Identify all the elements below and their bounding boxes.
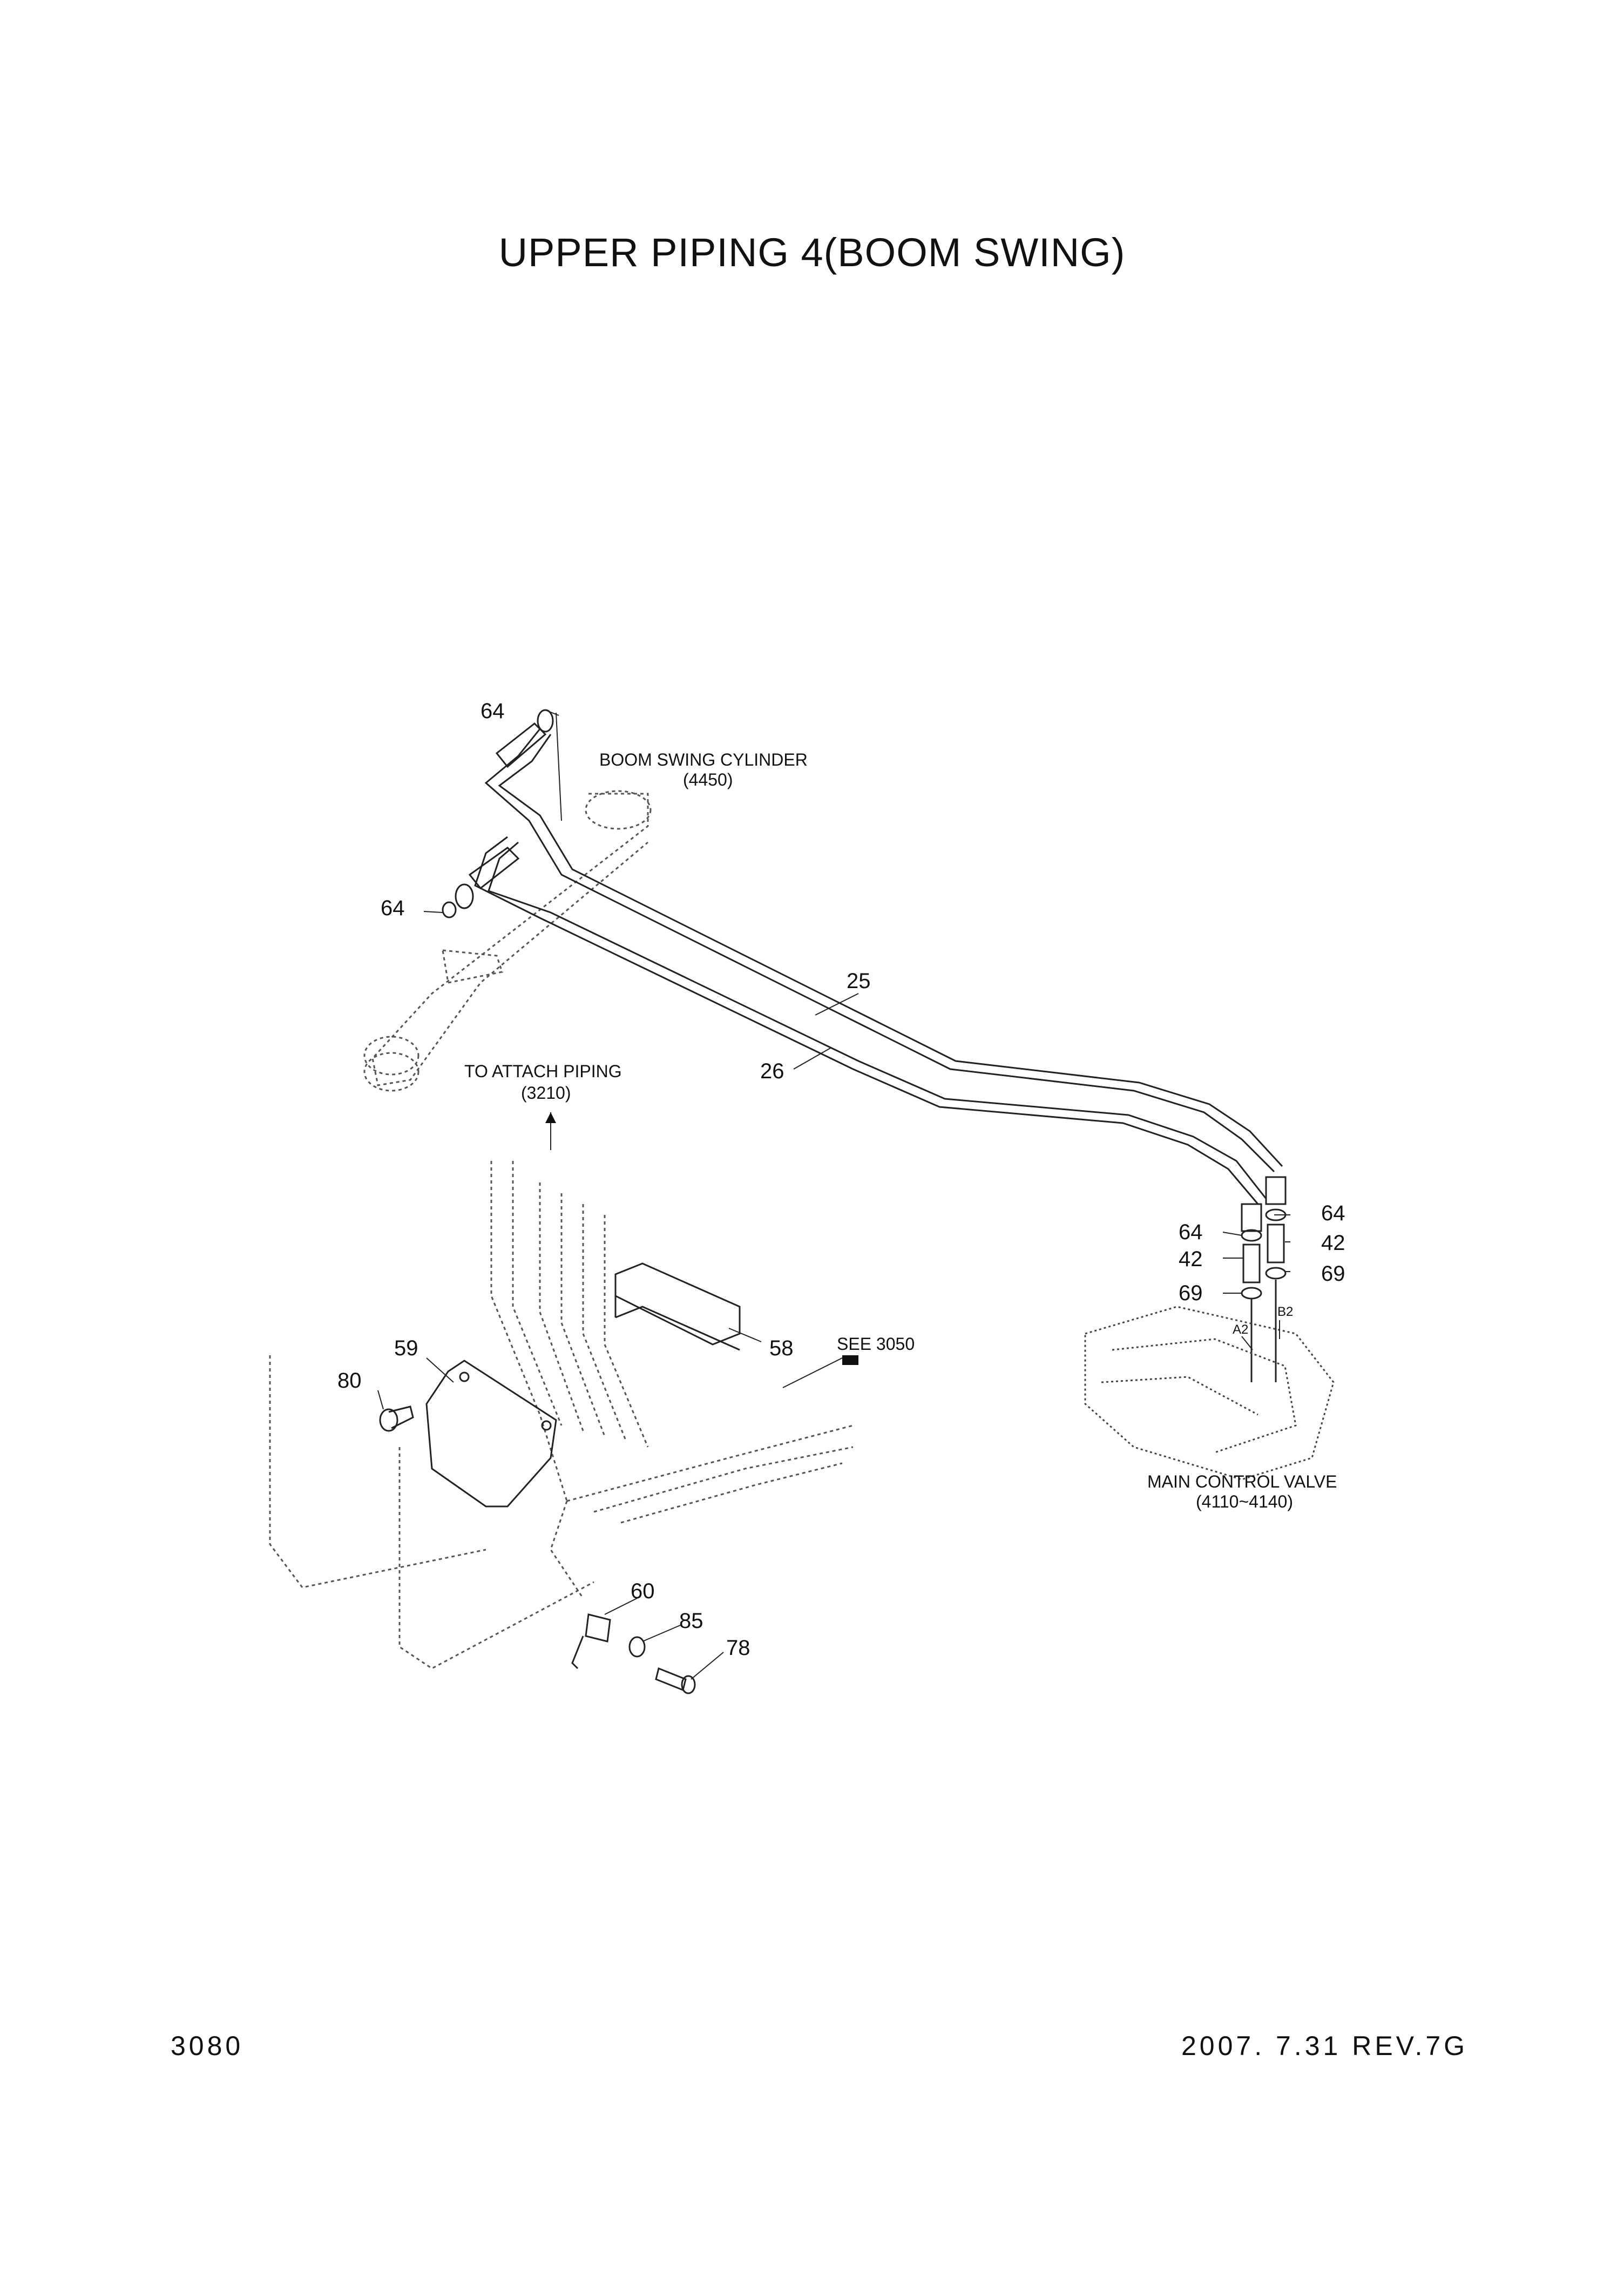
part-42-mid: 42	[1179, 1247, 1203, 1271]
boom-swing-cylinder-label: BOOM SWING CYLINDER	[599, 750, 808, 769]
part-58: 58	[769, 1336, 794, 1360]
part-80: 80	[337, 1369, 362, 1393]
part-numbers: 64 64 25 26 64 42 69 64 42 69 59 80 58 6…	[337, 699, 1345, 1660]
bolt-78	[655, 1667, 696, 1694]
part-85: 85	[679, 1609, 703, 1633]
page-title: UPPER PIPING 4(BOOM SWING)	[498, 230, 1126, 275]
part-69-mid: 69	[1179, 1281, 1203, 1305]
see-ref-label: SEE 3050	[837, 1334, 915, 1354]
right-fittings	[1241, 1176, 1287, 1382]
part-64-mid: 64	[1179, 1220, 1203, 1244]
part-69-right: 69	[1321, 1262, 1345, 1286]
top-hose-fitting	[495, 709, 554, 768]
boom-swing-cylinder	[363, 790, 652, 1092]
page-number: 3080	[171, 2031, 244, 2061]
part-78: 78	[726, 1636, 750, 1660]
port-a2-label: A2	[1233, 1322, 1248, 1337]
port-b2-label: B2	[1277, 1305, 1293, 1319]
part-64-right: 64	[1321, 1201, 1345, 1225]
to-attach-piping-ref: (3210)	[521, 1083, 571, 1103]
bolt-80	[379, 1405, 414, 1432]
clamp-58	[614, 1262, 741, 1351]
part-64-left: 64	[381, 896, 405, 920]
clip-60	[571, 1613, 611, 1670]
left-hose-fitting	[442, 847, 520, 918]
part-42-right: 42	[1321, 1231, 1345, 1255]
main-control-valve	[1084, 1306, 1335, 1481]
attach-arrow	[545, 1112, 556, 1123]
leader-lines	[377, 709, 1290, 1680]
pipe-26	[474, 836, 1267, 1205]
revision-stamp: 2007. 7.31 REV.7G	[1181, 2031, 1469, 2061]
cover-plate-59	[425, 1360, 557, 1508]
part-64-top: 64	[481, 699, 505, 723]
pipe-25	[484, 728, 1283, 1173]
part-26: 26	[760, 1059, 784, 1083]
part-60: 60	[631, 1579, 655, 1603]
callout-labels: BOOM SWING CYLINDER (4450) TO ATTACH PIP…	[464, 750, 1337, 1511]
to-attach-piping-label: TO ATTACH PIPING	[464, 1062, 622, 1081]
main-control-valve-label: MAIN CONTROL VALVE	[1147, 1472, 1337, 1491]
hose-bundle	[269, 1161, 854, 1670]
part-25: 25	[847, 969, 871, 993]
see-ref-marker	[842, 1355, 858, 1365]
part-59: 59	[394, 1336, 418, 1360]
main-control-valve-ref: (4110~4140)	[1196, 1492, 1293, 1511]
washer-85	[628, 1636, 646, 1658]
boom-swing-cylinder-ref: (4450)	[683, 770, 733, 789]
